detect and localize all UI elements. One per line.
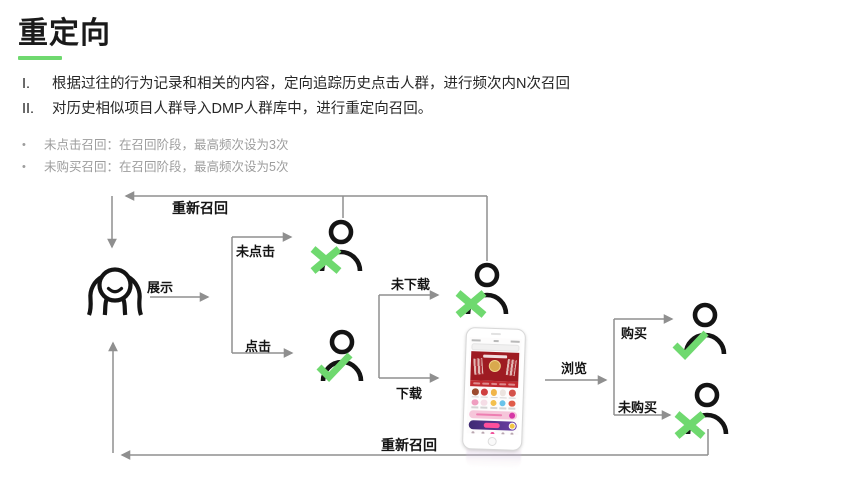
app-store-screenshot [466, 337, 522, 435]
purple-banner [468, 419, 517, 431]
home-button [487, 436, 497, 447]
person-icon-no-download [468, 265, 506, 314]
label-show: 展示 [147, 280, 174, 295]
label-click: 点击 [245, 339, 272, 354]
numbered-item-text: 对历史相似项目人群导入DMP人群库中，进行重定向召回。 [52, 101, 433, 117]
promo-banner [470, 351, 520, 382]
x-mark-icon-no-purchase [674, 411, 706, 439]
title-accent-underline [18, 56, 62, 60]
person-icon-click [323, 332, 361, 381]
bullet-item: • 未购买召回：在召回阶段，最高频次设为5次 [22, 156, 288, 178]
numbered-list: I. 根据过往的行为记录和相关的内容，定向追踪历史点击人群，进行频次内N次召回 … [22, 72, 570, 122]
numbered-item: II. 对历史相似项目人群导入DMP人群库中，进行重定向召回。 [22, 97, 570, 122]
numbered-item-text: 根据过往的行为记录和相关的内容，定向追踪历史点击人群，进行频次内N次召回 [52, 76, 570, 92]
x-mark-icon-no-click [310, 246, 342, 274]
app-icon-row [467, 397, 519, 410]
page-title: 重定向 [18, 17, 111, 50]
recall-top-connector [107, 191, 488, 261]
bullet-list: • 未点击召回：在召回阶段，最高频次设为3次 • 未购买召回：在召回阶段，最高频… [22, 134, 288, 178]
bullet-text: 未点击召回：在召回阶段，最高频次设为3次 [44, 138, 289, 152]
numbered-item: I. 根据过往的行为记录和相关的内容，定向追踪历史点击人群，进行频次内N次召回 [22, 72, 570, 97]
phone-speaker [490, 332, 501, 336]
person-icon-no-purchase [688, 385, 726, 434]
person-icon-purchase [686, 305, 724, 354]
label-no-download: 未下载 [391, 277, 431, 292]
octopus-user-icon [87, 267, 143, 316]
phone-mockup [461, 326, 527, 452]
label-no-purchase: 未购买 [618, 400, 658, 415]
gold-badge [488, 359, 502, 373]
numbered-item-marker: I. [22, 76, 31, 92]
person-icon-no-click [322, 222, 360, 271]
label-browse: 浏览 [561, 361, 588, 376]
label-download: 下载 [396, 386, 423, 401]
bullet-marker: • [22, 161, 26, 173]
phone-reflection [465, 448, 522, 469]
bullet-item: • 未点击召回：在召回阶段，最高频次设为3次 [22, 134, 288, 156]
bullet-marker: • [22, 139, 26, 151]
app-icon-row [468, 386, 520, 399]
x-mark-icon-no-download [455, 290, 487, 318]
pink-banner [468, 409, 518, 420]
download-branch-connector [378, 290, 440, 383]
check-mark-icon-click [316, 352, 353, 383]
label-no-click: 未点击 [236, 244, 276, 259]
bullet-text: 未购买召回：在召回阶段，最高频次设为5次 [44, 160, 289, 174]
label-purchase: 购买 [621, 326, 648, 341]
label-recall-bottom: 重新召回 [381, 437, 437, 453]
label-recall-top: 重新召回 [172, 200, 228, 216]
check-mark-icon-purchase [672, 330, 709, 361]
numbered-item-marker: II. [22, 101, 35, 117]
